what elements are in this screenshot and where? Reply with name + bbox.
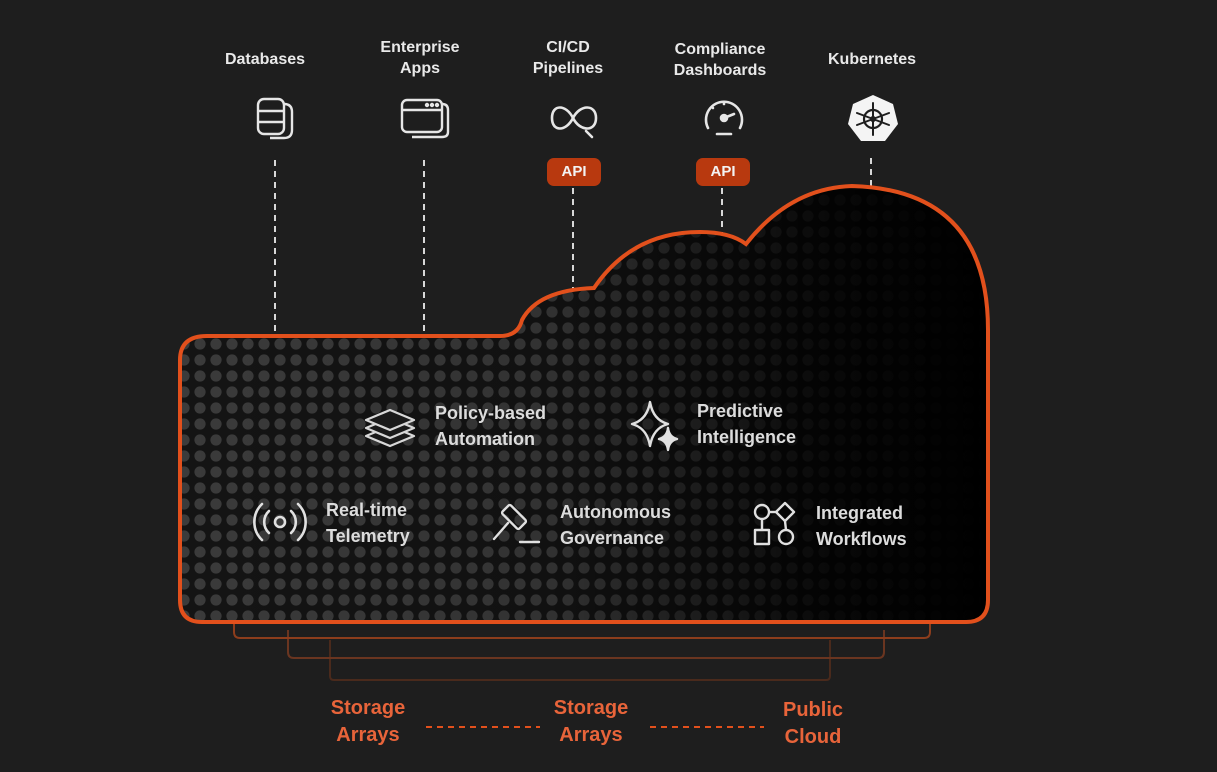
stacked-layers xyxy=(233,622,931,681)
integration-label-kubernetes: Kubernetes xyxy=(827,51,917,68)
integration-label-databases: Databases xyxy=(224,51,306,68)
api-badge-compliance: API xyxy=(696,158,750,186)
backend-public-cloud: Public Cloud xyxy=(782,699,843,748)
connector-lines xyxy=(274,158,872,336)
feature-integrated-workflows: Integrated Workflows xyxy=(816,503,907,549)
layers-icon xyxy=(364,408,416,448)
gauge-icon xyxy=(704,100,744,136)
api-badge-cicd: API xyxy=(547,158,601,186)
sparkle-icon xyxy=(630,400,679,452)
backend-storage-arrays-1: Storage Arrays xyxy=(330,697,406,746)
workflow-icon xyxy=(753,501,796,546)
feature-real-time-telemetry: Real-time Telemetry xyxy=(326,500,410,546)
app-window-icon xyxy=(400,98,450,139)
integration-label-compliance-dashboards: Compliance Dashboards xyxy=(673,41,767,79)
backend-storage-arrays-2: Storage Arrays xyxy=(553,697,629,746)
integration-label-cicd-pipelines: CI/CD Pipelines xyxy=(532,39,604,77)
gavel-icon xyxy=(492,503,541,544)
feature-autonomous-governance: Autonomous Governance xyxy=(560,502,671,548)
cloud-platform xyxy=(178,183,990,624)
infinity-icon xyxy=(550,106,598,139)
feature-predictive-intelligence: Predictive Intelligence xyxy=(697,401,797,447)
integration-label-enterprise-apps: Enterprise Apps xyxy=(380,39,460,77)
kubernetes-icon xyxy=(848,95,898,141)
database-icon xyxy=(256,97,294,140)
feature-policy-based-automation: Policy-based Automation xyxy=(435,403,547,449)
broadcast-icon xyxy=(253,502,307,542)
